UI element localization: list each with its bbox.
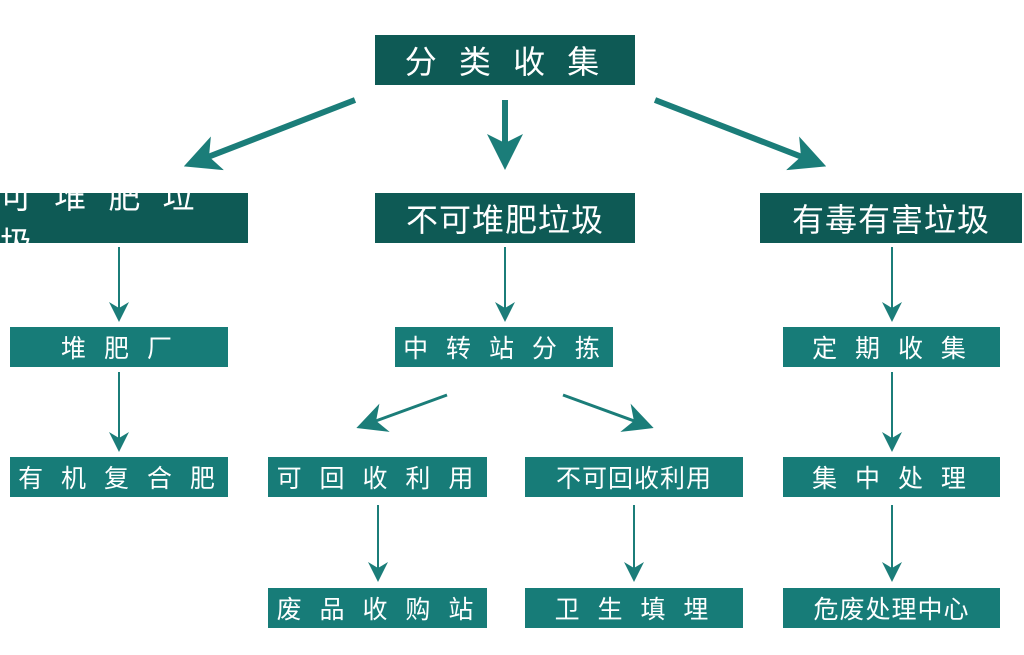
node-periodic-collection: 定 期 收 集 [783, 327, 1000, 367]
node-root: 分 类 收 集 [375, 35, 635, 85]
node-organic-fertilizer: 有 机 复 合 肥 [10, 457, 228, 497]
node-scrap-station: 废 品 收 购 站 [268, 588, 487, 628]
node-centralized-treatment: 集 中 处 理 [783, 457, 1000, 497]
node-non-recyclable: 不可回收利用 [525, 457, 743, 497]
arrow-root-right [653, 97, 827, 171]
node-recyclable: 可 回 收 利 用 [268, 457, 487, 497]
node-landfill: 卫 生 填 埋 [525, 588, 743, 628]
node-non-compostable: 不可堆肥垃圾 [375, 193, 635, 243]
node-transfer-sorting: 中 转 站 分 拣 [395, 327, 613, 367]
node-hazardous: 有毒有害垃圾 [760, 193, 1022, 243]
node-hazardous-center: 危废处理中心 [783, 588, 1000, 628]
node-compost-plant: 堆 肥 厂 [10, 327, 228, 367]
node-compostable: 可 堆 肥 垃 圾 [0, 178, 248, 262]
arrow-root-left [183, 97, 357, 171]
